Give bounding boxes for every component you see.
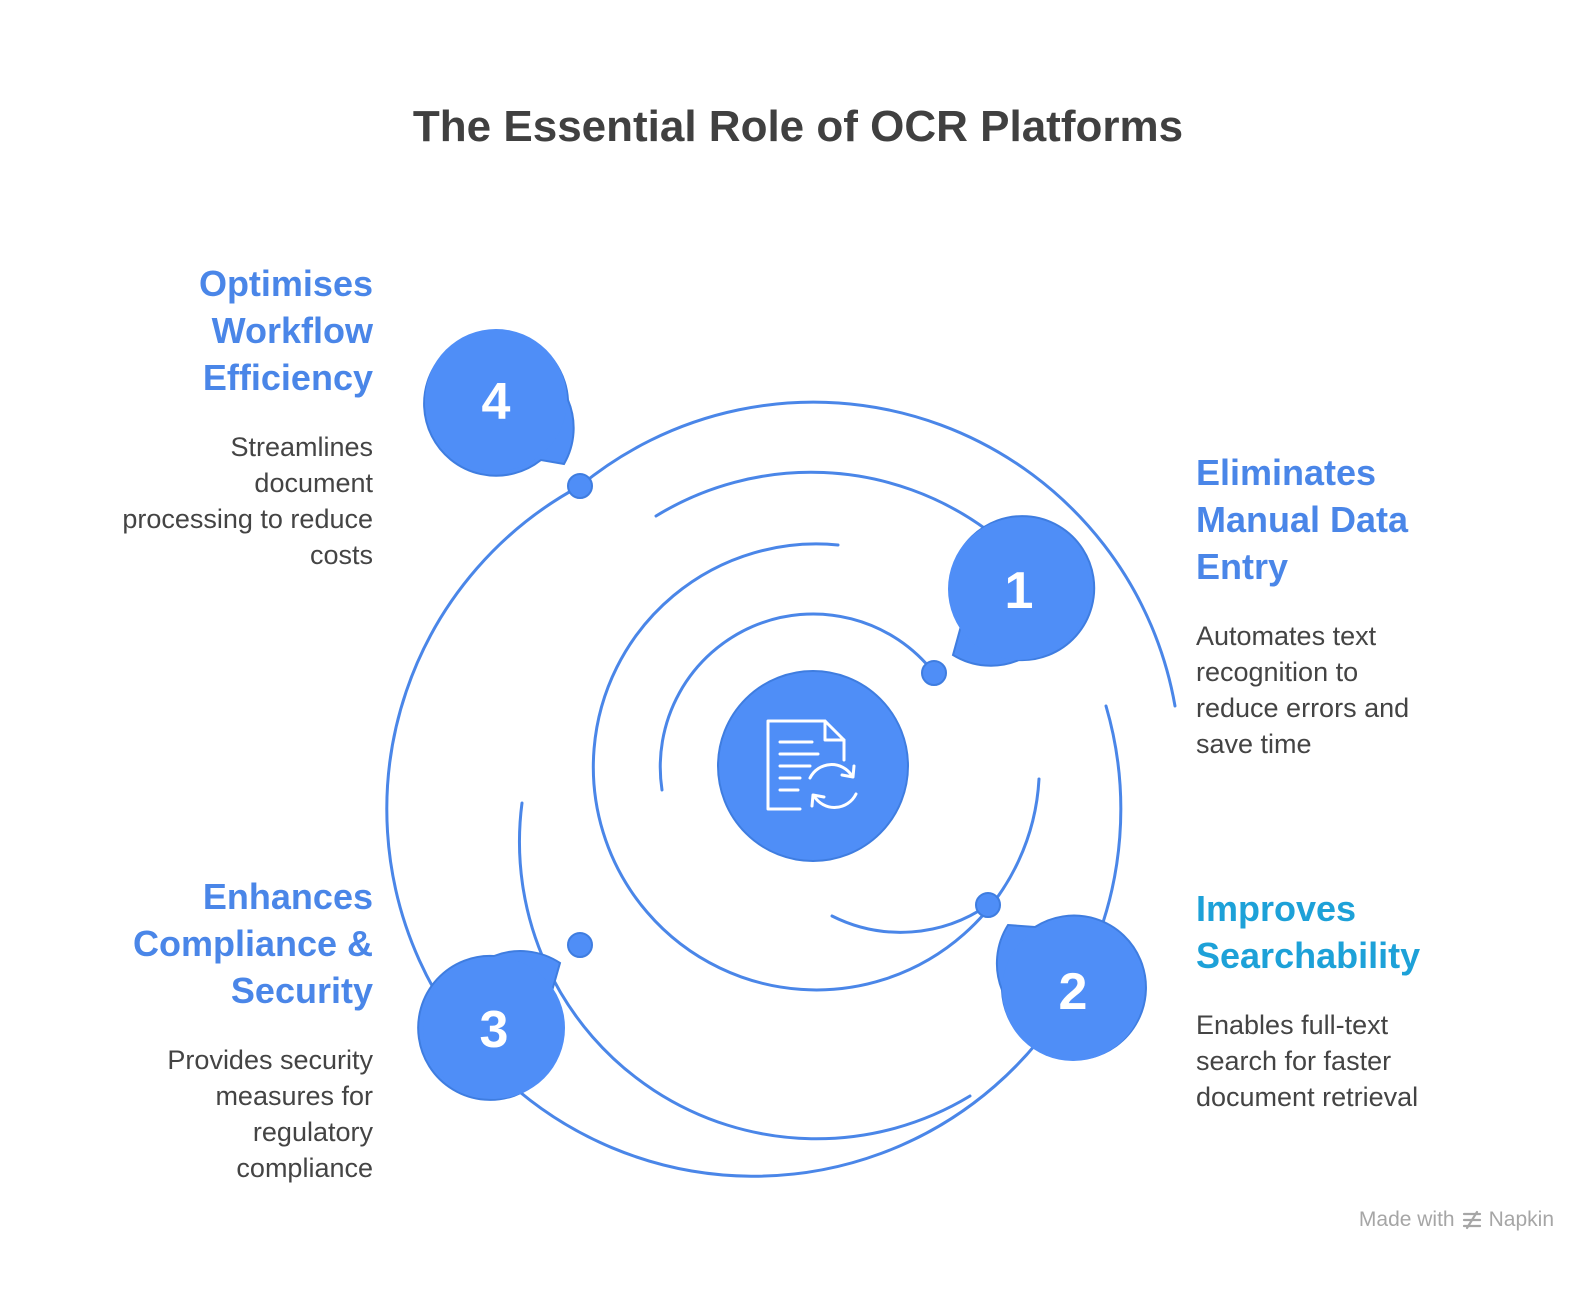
- inner-ring-arc: [658, 612, 936, 792]
- badge-2: 2: [995, 914, 1147, 1061]
- item-heading: Eliminates Manual Data Entry: [1196, 452, 1409, 587]
- item-description: Automates text recognition to reduce err…: [1196, 621, 1410, 759]
- badge-4: 4: [423, 329, 575, 477]
- badge-number: 4: [482, 373, 511, 431]
- item-description: Provides security measures for regulator…: [167, 1045, 373, 1183]
- made-with-napkin-watermark[interactable]: Made with Napkin: [1359, 1208, 1554, 1232]
- inner-ring-arc-lower: [830, 903, 990, 934]
- watermark-prefix: Made with: [1358, 1208, 1455, 1231]
- item-heading: Enhances Compliance & Security: [132, 876, 373, 1011]
- second-ring-arc-lower: [517, 801, 972, 1141]
- item-1: Eliminates Manual Data Entry Automates t…: [1196, 449, 1536, 762]
- napkin-logo-icon: [1462, 1210, 1481, 1230]
- ring-marker-1: [921, 660, 947, 686]
- ring-marker-2: [975, 892, 1001, 918]
- item-3: Enhances Compliance & Security Provides …: [0, 873, 373, 1186]
- badge-3: 3: [417, 950, 565, 1101]
- badge-number: 1: [1005, 562, 1034, 620]
- item-description: Streamlines document processing to reduc…: [122, 432, 373, 570]
- page-title: The Essential Role of OCR Platforms: [412, 102, 1184, 151]
- center-hub: [717, 670, 909, 862]
- badge-number: 2: [1059, 963, 1088, 1021]
- watermark-brand: Napkin: [1488, 1208, 1554, 1231]
- third-ring-arc: [591, 542, 1041, 992]
- badge-1: 1: [948, 515, 1096, 667]
- second-ring-arc: [654, 470, 989, 532]
- ring-marker-3: [567, 932, 593, 958]
- outer-ring-arc-top: [578, 400, 1177, 708]
- item-2: Improves Searchability Enables full-text…: [1196, 885, 1536, 1115]
- item-heading: Optimises Workflow Efficiency: [198, 263, 373, 398]
- item-4: Optimises Workflow Efficiency Streamline…: [0, 260, 373, 573]
- item-heading: Improves Searchability: [1196, 888, 1421, 976]
- item-description: Enables full-text search for faster docu…: [1196, 1010, 1419, 1112]
- ring-marker-4: [567, 473, 593, 499]
- badge-number: 3: [480, 1001, 509, 1059]
- document-refresh-icon: [766, 719, 858, 811]
